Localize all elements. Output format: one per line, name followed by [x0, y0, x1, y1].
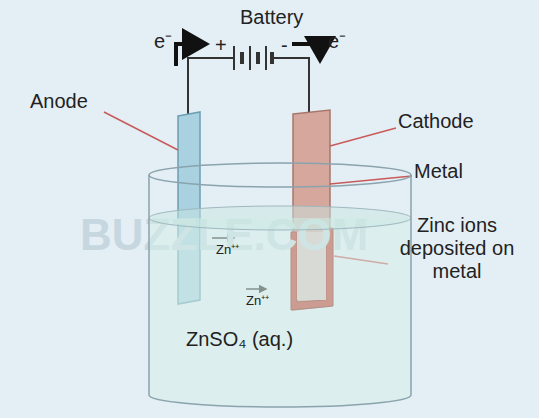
part-label: Metal	[414, 160, 463, 183]
ion-label: Zn⁺⁺	[246, 294, 269, 309]
solution-surface	[149, 206, 411, 230]
beaker-outline	[146, 160, 414, 410]
wire	[188, 58, 234, 116]
electron-label: e⁻	[328, 30, 346, 53]
terminal-sign: +	[215, 34, 227, 57]
part-label: Anode	[30, 90, 88, 113]
leader-line	[330, 128, 396, 146]
electron-arrow	[292, 44, 320, 60]
battery-symbol	[234, 46, 272, 70]
component-label: Battery	[240, 6, 303, 29]
terminal-sign: -	[281, 34, 288, 57]
beaker: ZnSO₄ (aq.)	[146, 160, 414, 410]
wire	[272, 58, 309, 116]
electron-arrow	[176, 44, 206, 66]
part-label: Zinc ions deposited on metal	[392, 214, 522, 283]
electron-label: e⁻	[154, 30, 172, 53]
ion-label: Zn⁺⁺	[216, 243, 239, 258]
solution-label: ZnSO₄ (aq.)	[186, 328, 293, 351]
beaker-rim	[149, 163, 411, 187]
beaker-wall	[149, 175, 411, 407]
leader-line	[104, 112, 178, 150]
solution	[149, 218, 411, 407]
part-label: Cathode	[398, 110, 474, 133]
